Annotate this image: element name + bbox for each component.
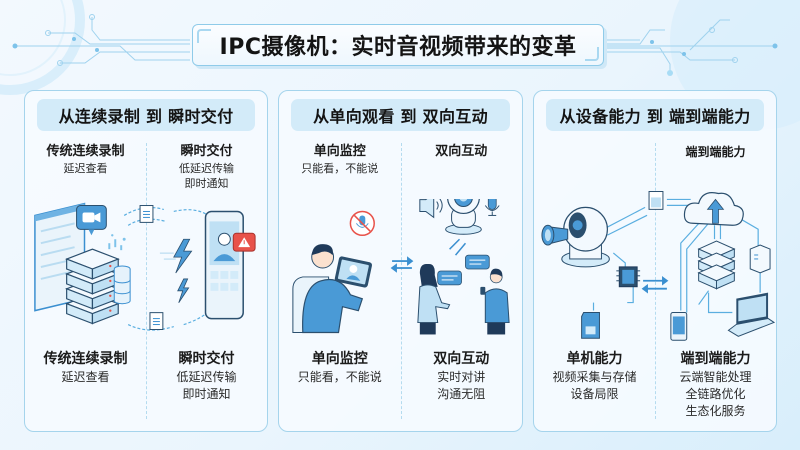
cloud-upload-icon: [683, 192, 744, 226]
panel-oneway-to-twoway: 从单向观看 到 双向互动 单向监控 只能看，不能说 双向互动: [278, 90, 523, 432]
caption-line: 设备局限: [570, 387, 619, 401]
top-left-caption: 单向监控 只能看，不能说: [279, 143, 401, 176]
top-left-caption: 传统连续录制 延迟查看: [25, 143, 146, 176]
bottom-right-caption: 双向互动 实时对讲 沟通无阻: [401, 349, 523, 403]
caption-heading: 端到端能力: [680, 351, 751, 367]
caption-line: 实时对讲: [437, 370, 486, 384]
document-icon: [648, 191, 664, 210]
panel-header: 从单向观看 到 双向互动: [291, 99, 510, 131]
chip-icon: [616, 266, 641, 288]
caption-line: 只能看，不能说: [297, 370, 382, 384]
swap-arrows-icon: [390, 256, 414, 273]
caption-line: 云端智能处理: [679, 370, 752, 384]
people-talking-icon: [417, 263, 510, 335]
panel-device-to-endtoend: 从设备能力 到 端到端能力 端到端能力: [533, 90, 777, 432]
top-right-caption: 瞬时交付 低延迟传输 即时通知: [146, 143, 267, 191]
tower-server-icon: [749, 244, 771, 274]
device-to-endtoend-illustration: [541, 191, 776, 341]
speaker-icon: [419, 199, 443, 219]
caption-heading: 瞬时交付: [180, 144, 233, 159]
caption-line: 即时通知: [182, 387, 231, 401]
alert-icon: [232, 232, 256, 252]
data-particles: [108, 234, 126, 251]
caption-heading: 单向监控: [313, 144, 366, 159]
caption-heading: 传统连续录制: [43, 351, 128, 367]
person-with-tablet-icon: [292, 244, 373, 334]
caption-heading: 双向互动: [435, 144, 488, 159]
lightning-icon: [173, 238, 193, 303]
oneway-to-twoway-illustration: [292, 199, 510, 335]
microphone-icon: [484, 199, 500, 216]
document-icon: [139, 205, 154, 223]
caption-line: 延迟查看: [63, 162, 108, 175]
caption-line: 沟通无阻: [437, 387, 486, 401]
caption-line: 延迟查看: [61, 370, 110, 384]
document-icon: [149, 312, 164, 330]
panel-header: 从连续录制 到 瞬时交付: [37, 99, 255, 131]
caption-heading: 瞬时交付: [178, 351, 235, 367]
dome-camera-icon: [541, 206, 610, 268]
bottom-left-caption: 单向监控 只能看，不能说: [279, 349, 401, 386]
caption-heading: 双向互动: [433, 351, 490, 367]
caption-line: 全链路优化: [685, 387, 746, 401]
caption-heading: 端到端能力: [685, 145, 746, 159]
caption-heading: 单机能力: [566, 351, 623, 367]
swap-arrows-icon: [641, 276, 669, 294]
bottom-left-caption: 单机能力 视频采集与存储 设备局限: [534, 349, 655, 403]
corner-decoration: [197, 29, 211, 43]
caption-heading: 传统连续录制: [46, 144, 125, 159]
panel-continuous-to-instant: 从连续录制 到 瞬时交付 传统连续录制 延迟查看 瞬时交付 低延迟传输 即时通知: [24, 90, 268, 432]
page-title: IPC摄像机：实时音视频带来的变革: [219, 35, 577, 60]
chat-bubble-icon: [437, 254, 490, 286]
database-icon: [113, 265, 131, 305]
bottom-left-caption: 传统连续录制 延迟查看: [25, 349, 146, 386]
caption-line: 生态化服务: [685, 404, 746, 418]
recording-to-delivery-illustration: [34, 202, 256, 331]
corner-decoration: [585, 47, 599, 61]
divider: [146, 143, 147, 419]
top-right-caption: 双向互动: [401, 143, 523, 161]
sd-card-icon: [581, 312, 600, 339]
caption-line: 低延迟传输: [179, 162, 234, 175]
caption-line: 低延迟传输: [176, 370, 237, 384]
caption-heading: 单向监控: [311, 351, 368, 367]
laptop-icon: [727, 292, 776, 337]
bottom-right-caption: 瞬时交付 低延迟传输 即时通知: [146, 349, 267, 403]
ip-camera-icon: [445, 199, 482, 235]
caption-line: 即时通知: [184, 177, 229, 190]
caption-line: 只能看，不能说: [301, 162, 379, 175]
server-stack-icon: [64, 248, 120, 325]
smartphone-icon: [670, 312, 688, 341]
caption-line: 视频采集与存储: [552, 370, 637, 384]
top-right-caption: 端到端能力: [655, 143, 776, 161]
bottom-right-caption: 端到端能力 云端智能处理 全链路优化 生态化服务: [655, 349, 776, 420]
video-camera-bubble-icon: [76, 205, 107, 236]
divider: [400, 143, 402, 419]
server-stack-icon: [697, 240, 736, 290]
smartphone-icon: [204, 210, 244, 320]
panel-header: 从设备能力 到 端到端能力: [546, 99, 764, 131]
title-banner: IPC摄像机：实时音视频带来的变革: [192, 24, 604, 66]
muted-microphone-icon: [349, 210, 375, 237]
